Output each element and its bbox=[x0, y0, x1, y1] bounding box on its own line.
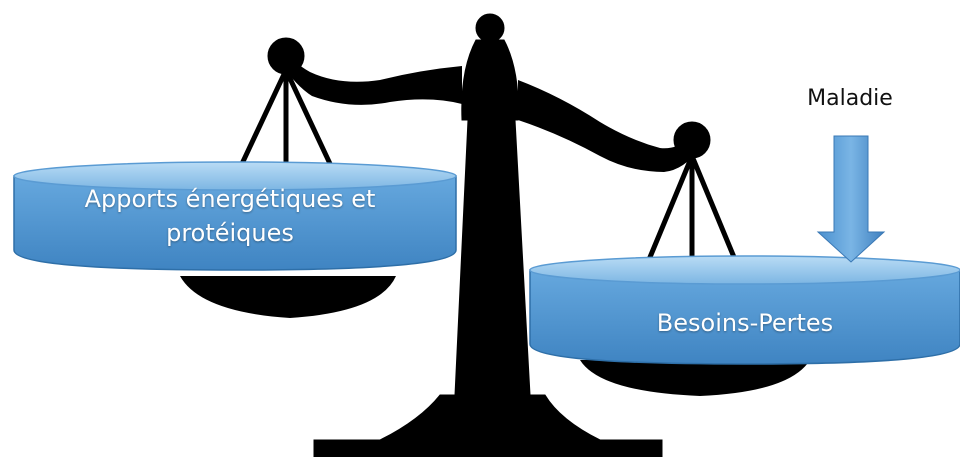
beam-right-arm bbox=[518, 80, 700, 172]
down-arrow-icon bbox=[816, 135, 886, 263]
scale-knob bbox=[475, 13, 505, 43]
scale-silhouette bbox=[180, 13, 810, 457]
right-pan-bowl bbox=[580, 360, 810, 396]
right-pan bbox=[529, 255, 960, 365]
arrow-label: Maladie bbox=[807, 86, 893, 111]
scale-column bbox=[454, 119, 531, 396]
right-pan-top bbox=[529, 255, 960, 285]
left-string-3 bbox=[283, 68, 335, 170]
right-pan-body bbox=[529, 269, 960, 365]
left-pan-body bbox=[13, 175, 457, 271]
left-pan-bowl bbox=[180, 276, 396, 318]
scale-foot bbox=[379, 394, 601, 441]
beam-right-tip bbox=[673, 121, 711, 159]
scale-base bbox=[313, 439, 663, 457]
beam-left-arm bbox=[280, 52, 462, 105]
left-string-1 bbox=[237, 68, 289, 170]
beam-left-tip bbox=[267, 37, 305, 75]
left-pan bbox=[13, 161, 457, 271]
right-string-1 bbox=[645, 155, 695, 263]
right-string-3 bbox=[689, 155, 739, 263]
left-pan-top bbox=[13, 161, 457, 191]
scale-finial bbox=[461, 39, 519, 121]
